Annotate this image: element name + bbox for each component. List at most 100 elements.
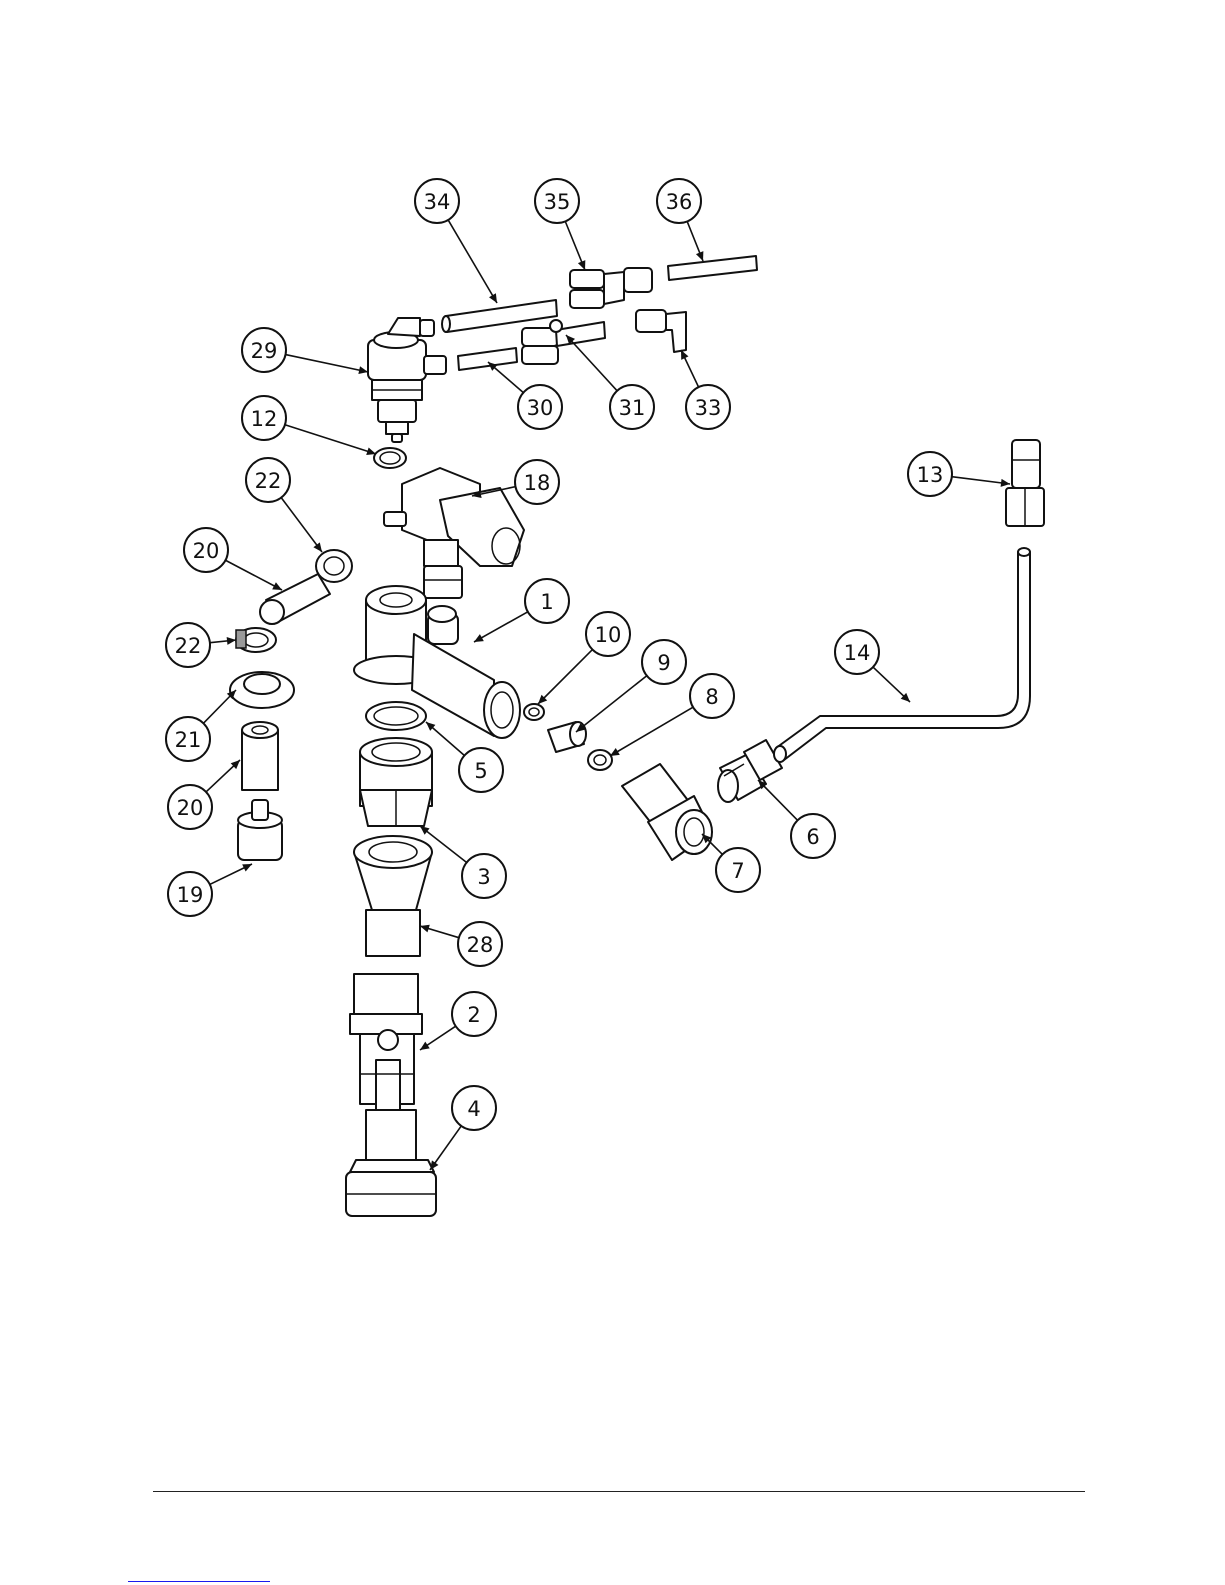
part-18-solenoid <box>384 468 524 598</box>
callout-number: 35 <box>544 190 571 214</box>
callout-number: 21 <box>175 728 202 752</box>
callout-number: 18 <box>524 471 551 495</box>
callout-29: 29 <box>242 328 368 374</box>
callout-12: 12 <box>242 396 376 455</box>
callout-number: 13 <box>917 463 944 487</box>
leader-arrowhead <box>420 925 430 933</box>
leader-line <box>286 355 368 372</box>
callout-7: 7 <box>702 834 760 892</box>
part-13-tube-nut <box>1006 440 1044 526</box>
callout-1: 1 <box>474 579 569 642</box>
callout-number: 20 <box>177 796 204 820</box>
callout-number: 12 <box>251 407 278 431</box>
callout-14: 14 <box>835 630 910 702</box>
callout-number: 20 <box>193 539 220 563</box>
callout-number: 19 <box>177 883 204 907</box>
callout-10: 10 <box>538 612 630 704</box>
callout-35: 35 <box>535 179 585 270</box>
part-30-tube <box>458 348 517 370</box>
leader-line <box>225 560 282 590</box>
part-12-o-ring <box>374 448 406 468</box>
callout-number: 22 <box>175 634 202 658</box>
callout-number: 9 <box>657 651 670 675</box>
leader-line <box>285 425 376 454</box>
callout-4: 4 <box>430 1086 496 1170</box>
part-31-y-fitting <box>522 320 605 364</box>
part-19-nozzle <box>238 800 282 860</box>
part-3-hex-nut <box>360 738 432 826</box>
callout-34: 34 <box>415 179 497 303</box>
callout-number: 33 <box>695 396 722 420</box>
part-36-tube <box>668 256 757 280</box>
callout-20: 20 <box>168 760 240 829</box>
leader-arrowhead <box>313 542 322 552</box>
callout-number: 5 <box>474 759 487 783</box>
callout-number: 4 <box>467 1097 480 1121</box>
leader-line <box>566 335 617 391</box>
callout-28: 28 <box>420 922 502 966</box>
footer-rule <box>153 1491 1085 1492</box>
part-5-o-ring <box>366 702 426 730</box>
callout-33: 33 <box>681 350 730 429</box>
part-2-ball-valve <box>350 974 422 1110</box>
bottom-link-underline <box>128 1581 270 1582</box>
callout-number: 7 <box>731 859 744 883</box>
leader-arrowhead <box>1001 479 1010 487</box>
part-35-y-fitting <box>570 268 652 308</box>
callout-number: 10 <box>595 623 622 647</box>
leader-line <box>281 498 322 552</box>
part-14-bent-tube <box>774 548 1030 762</box>
callout-number: 36 <box>666 190 693 214</box>
callout-number: 28 <box>467 933 494 957</box>
part-29-valve <box>368 318 446 442</box>
callout-number: 31 <box>619 396 646 420</box>
callout-36: 36 <box>657 179 703 261</box>
part-7-quick-coupler <box>622 764 712 860</box>
part-33-elbow-fitting <box>636 310 686 352</box>
callout-number: 14 <box>844 641 871 665</box>
callout-22: 22 <box>246 458 322 552</box>
part-22-clamp-lower <box>236 628 276 652</box>
part-28-adapter <box>354 836 432 956</box>
callout-number: 3 <box>477 865 490 889</box>
part-21-grommet <box>230 672 294 708</box>
callout-20: 20 <box>184 528 282 590</box>
callout-30: 30 <box>488 362 562 429</box>
part-20-tube-upper <box>260 574 330 624</box>
part-22-clamp-upper <box>316 550 352 582</box>
leader-arrowhead <box>358 366 368 374</box>
leader-arrowhead <box>420 826 430 835</box>
callout-number: 22 <box>255 469 282 493</box>
part-10-washer <box>524 704 544 720</box>
part-4-push-fitting <box>346 1110 436 1216</box>
callout-6: 6 <box>758 780 835 858</box>
leader-arrowhead <box>420 1042 430 1050</box>
callout-3: 3 <box>420 826 506 898</box>
leader-line <box>538 650 592 704</box>
callout-13: 13 <box>908 452 1010 496</box>
leader-line <box>448 220 497 303</box>
callout-number: 2 <box>467 1003 480 1027</box>
callout-21: 21 <box>166 690 236 761</box>
callout-19: 19 <box>168 864 252 916</box>
callout-31: 31 <box>566 335 654 429</box>
part-6-compression-fitting <box>718 740 782 802</box>
callout-8: 8 <box>610 674 734 756</box>
leader-arrowhead <box>430 1160 438 1170</box>
leader-line <box>610 707 693 756</box>
part-8-washer <box>588 750 612 770</box>
callout-2: 2 <box>420 992 496 1050</box>
leader-line <box>576 676 647 732</box>
leader-line <box>474 612 528 642</box>
callout-number: 8 <box>705 685 718 709</box>
callout-9: 9 <box>576 640 686 732</box>
callout-number: 34 <box>424 190 451 214</box>
callout-number: 29 <box>251 339 278 363</box>
callout-number: 30 <box>527 396 554 420</box>
callout-number: 6 <box>806 825 819 849</box>
callout-number: 1 <box>540 590 553 614</box>
part-20-tube-lower <box>242 722 278 790</box>
leader-arrowhead <box>366 447 376 455</box>
callout-22: 22 <box>166 623 236 667</box>
